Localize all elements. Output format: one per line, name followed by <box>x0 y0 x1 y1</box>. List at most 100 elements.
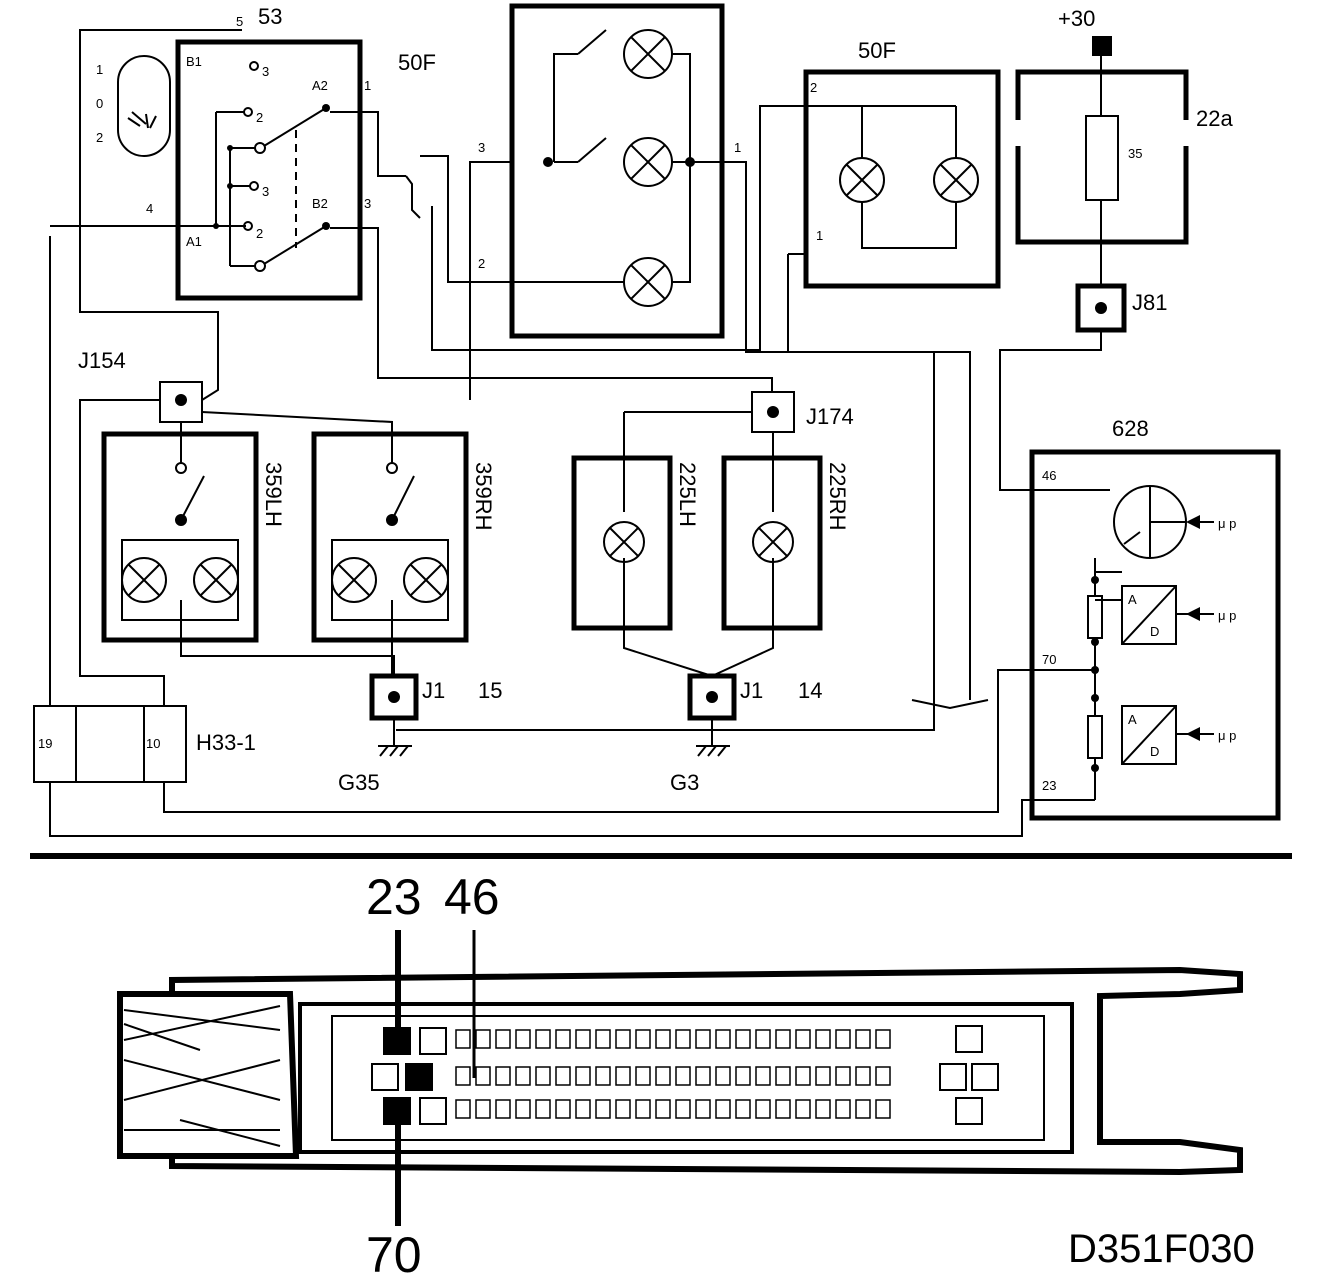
supply-label: +30 <box>1058 6 1095 31</box>
switch-position-0: 0 <box>96 96 103 111</box>
connector-pin <box>615 1099 631 1119</box>
ground-icon <box>696 718 730 757</box>
connector-pin <box>515 1029 531 1049</box>
resistor-2-icon <box>1087 715 1103 759</box>
connector-pin <box>475 1029 491 1049</box>
connector-pin <box>475 1099 491 1119</box>
connector-pin <box>775 1029 791 1049</box>
microprocessor-label-2: μ p <box>1218 608 1236 623</box>
lamp-359lh: 359LH <box>101 431 286 643</box>
connector-pin <box>535 1066 551 1086</box>
connector-pin <box>455 1099 471 1119</box>
lamp-225lh: 225LH <box>571 455 700 631</box>
lamp-unit-50f-right: 50F 2 1 <box>803 38 1001 289</box>
contact-o3-upper: 3 <box>262 64 269 79</box>
ad1-d: D <box>1150 624 1159 639</box>
connector-pin <box>615 1066 631 1086</box>
fuse-box-label: 22a <box>1196 106 1233 131</box>
connector-pin <box>795 1099 811 1119</box>
connector-pin-large <box>971 1063 999 1091</box>
switch-position-2: 2 <box>96 130 103 145</box>
ecu-pin-46: 46 <box>1042 468 1056 483</box>
switch-terminal-1: 1 <box>364 78 371 93</box>
connector-pin <box>555 1066 571 1086</box>
connector-pin-grid <box>371 1025 999 1125</box>
connector-pin <box>775 1066 791 1086</box>
connector-pin <box>735 1066 751 1086</box>
connector-pin <box>615 1029 631 1049</box>
connector-pin <box>755 1029 771 1049</box>
contact-o2-upper: 2 <box>256 110 263 125</box>
ecu-label: 628 <box>1112 416 1149 441</box>
lamp-unit-50f-left: 50F 3 2 1 <box>398 3 741 339</box>
junction-j1-15: J1 15 G35 <box>338 673 502 795</box>
lamp-unit-right-label: 50F <box>858 38 896 63</box>
j1-left-number: 15 <box>478 678 502 703</box>
connector-pin <box>675 1029 691 1049</box>
ecu-connector <box>117 966 1243 1176</box>
connector-pin <box>595 1066 611 1086</box>
connector-pin <box>655 1029 671 1049</box>
j1-right-label: J1 <box>740 678 763 703</box>
connector-pin <box>835 1066 851 1086</box>
connector-pin <box>535 1099 551 1119</box>
connector-pin <box>635 1099 651 1119</box>
connector-pin <box>595 1099 611 1119</box>
connector-pin <box>815 1066 831 1086</box>
connector-pin <box>575 1099 591 1119</box>
connector-pin-large <box>955 1097 983 1125</box>
lamp-unit-terminal-1: 1 <box>734 140 741 155</box>
j174-label: J174 <box>806 404 854 429</box>
resistor-1-icon <box>1087 595 1103 639</box>
fuse-icon <box>1085 115 1119 201</box>
junction-j174: J174 <box>751 391 854 433</box>
connector-callout-46: 46 <box>444 869 500 925</box>
connector-pin-large <box>419 1027 447 1055</box>
connector-pin <box>555 1099 571 1119</box>
connector-pin <box>835 1099 851 1119</box>
contact-a1: A1 <box>186 234 202 249</box>
connector-h33-1: H33-1 19 10 <box>33 705 256 783</box>
microprocessor-label-1: μ p <box>1218 516 1236 531</box>
connector-pin <box>575 1029 591 1049</box>
connector-pin <box>715 1099 731 1119</box>
connector-pin <box>695 1066 711 1086</box>
lamp-359rh: 359RH <box>311 431 496 643</box>
connector-pin <box>515 1066 531 1086</box>
connector-pin <box>815 1029 831 1049</box>
ad2-a: A <box>1128 712 1137 727</box>
connector-pin <box>695 1099 711 1119</box>
pin-callouts: 23 46 70 <box>366 869 500 1283</box>
switch-position-1: 1 <box>96 62 103 77</box>
lamp-225rh: 225RH <box>721 455 850 631</box>
headlight-beam-icon <box>127 111 157 129</box>
connector-pin <box>735 1099 751 1119</box>
connector-pin <box>695 1029 711 1049</box>
connector-pin <box>795 1029 811 1049</box>
h33-pin-19: 19 <box>38 736 52 751</box>
connector-callout-70: 70 <box>366 1227 422 1283</box>
connector-pin <box>795 1066 811 1086</box>
lamp-unit-terminal-3: 3 <box>478 140 485 155</box>
connector-pin <box>715 1066 731 1086</box>
connector-pin <box>875 1029 891 1049</box>
ground-g3-label: G3 <box>670 770 699 795</box>
connector-pin-highlighted <box>405 1063 433 1091</box>
connector-pin <box>675 1099 691 1119</box>
connector-pin <box>455 1066 471 1086</box>
lamp-225rh-label: 225RH <box>825 462 850 530</box>
lamp-unit-right-terminal-2: 2 <box>810 80 817 95</box>
headlight-symbol-icon <box>117 55 171 157</box>
contact-o3-lower: 3 <box>262 184 269 199</box>
j81-label: J81 <box>1132 290 1167 315</box>
connector-pin <box>755 1099 771 1119</box>
contact-b1: B1 <box>186 54 202 69</box>
lamp-359rh-label: 359RH <box>471 462 496 530</box>
junction-j1-14: J1 14 G3 <box>670 673 822 795</box>
ground-g35-label: G35 <box>338 770 380 795</box>
contact-b2: B2 <box>312 196 328 211</box>
connector-pin-large <box>371 1063 399 1091</box>
connector-pin <box>455 1029 471 1049</box>
connector-pin <box>515 1099 531 1119</box>
